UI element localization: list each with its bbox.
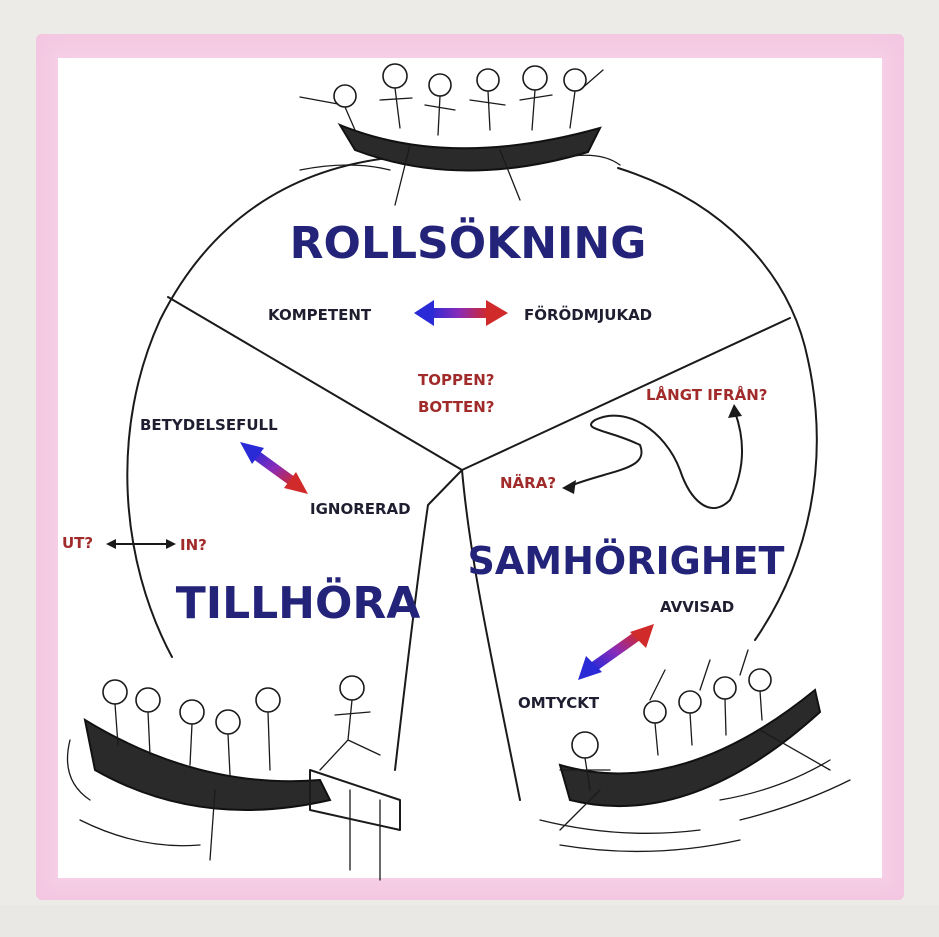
label-avvisad: AVVISAD bbox=[660, 598, 734, 616]
label-ut: UT? bbox=[62, 534, 93, 552]
label-kompetent: KOMPETENT bbox=[268, 306, 372, 324]
label-toppen: TOPPEN? bbox=[418, 371, 494, 389]
label-in: IN? bbox=[180, 536, 207, 554]
double-arrow-ut-in bbox=[106, 539, 176, 549]
rowboat-chaotic-icon bbox=[299, 63, 621, 206]
title-rollsokning: ROLLSÖKNING bbox=[290, 216, 647, 269]
label-nara: NÄRA? bbox=[500, 473, 556, 492]
double-arrow-kompetent-forodmjukad bbox=[414, 300, 508, 326]
double-arrow-omtyckt-avvisad bbox=[578, 624, 654, 680]
title-samhorighet: SAMHÖRIGHET bbox=[468, 539, 785, 583]
label-langt-ifran: LÅNGT IFRÅN? bbox=[646, 385, 767, 404]
bottom-band bbox=[0, 905, 939, 937]
label-betydelsefull: BETYDELSEFULL bbox=[140, 416, 278, 434]
label-botten: BOTTEN? bbox=[418, 398, 495, 416]
label-omtyckt: OMTYCKT bbox=[518, 694, 600, 712]
wheel-outline bbox=[126, 157, 818, 801]
label-ignorerad: IGNORERAD bbox=[310, 500, 411, 518]
winding-path-arrow bbox=[562, 404, 743, 510]
double-arrow-betydelsefull-ignorerad bbox=[240, 442, 308, 494]
title-tillhora: TILLHÖRA bbox=[176, 576, 421, 629]
label-forodmjukad: FÖRÖDMJUKAD bbox=[524, 305, 652, 324]
rowboat-rowing-icon bbox=[539, 649, 851, 853]
rowboat-docked-icon bbox=[66, 675, 401, 881]
